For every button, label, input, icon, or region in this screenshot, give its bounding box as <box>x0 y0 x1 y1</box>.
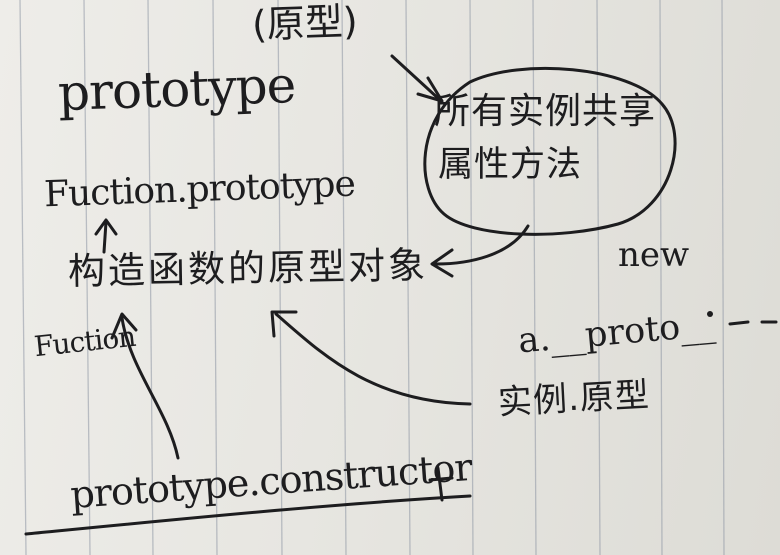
prototype-heading: prototype <box>57 55 297 123</box>
cross-mark <box>428 466 454 502</box>
arrow-to-bubble-head <box>416 76 444 103</box>
constructor-prototype-object-label: 构造函数的原型对象 <box>67 243 429 294</box>
arrow-bubble-to-object-head <box>430 248 454 278</box>
arrow-constructor-to-object-head <box>110 312 138 340</box>
shared-bubble-outline <box>423 66 677 236</box>
underline-stroke <box>24 494 472 536</box>
new-keyword-label: new <box>618 235 690 275</box>
arrow-instance-to-object-head <box>270 310 298 338</box>
shared-bubble-line-1: 所有实例共享 <box>434 91 657 132</box>
arrow-instance-to-object <box>274 312 472 406</box>
arrow-to-bubble <box>390 54 442 102</box>
ink-dot <box>707 311 713 317</box>
arrow-constructor-to-object <box>120 316 180 460</box>
shared-bubble-line-2: 属性方法 <box>438 145 583 185</box>
proto-trailing-dashes <box>728 320 778 326</box>
arrow-up-to-function-prototype <box>102 220 108 254</box>
arrow-up-to-function-prototype-head <box>94 218 118 236</box>
prototype-cn-label: (原型) <box>251 0 359 47</box>
arrow-bubble-to-object <box>434 224 530 266</box>
instance-prototype-label: 实例.原型 <box>497 375 651 423</box>
